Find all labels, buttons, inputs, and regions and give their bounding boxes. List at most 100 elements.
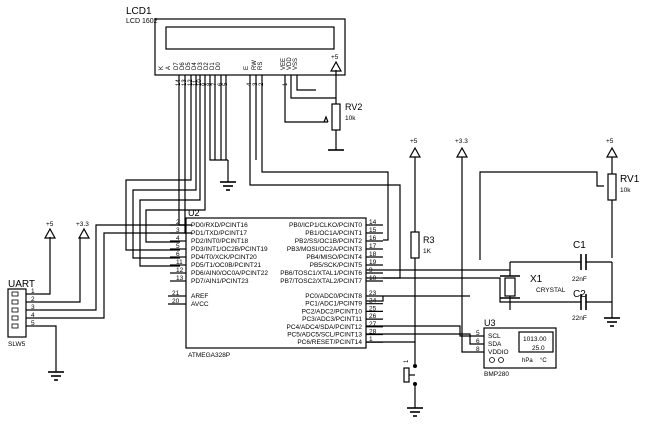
potentiometer-rv1[interactable]: RV1 10k (479, 171, 640, 260)
mcu-pin-number: 23 (369, 290, 377, 297)
svg-text:+5: +5 (46, 221, 54, 228)
mcu-pin-number: 11 (176, 259, 183, 266)
mcu-pin-number: 5 (176, 243, 180, 250)
mcu-pin-number: 4 (176, 235, 180, 242)
lcd-pin-label: D4 (192, 62, 198, 70)
lcd-ref: LCD1 (126, 6, 152, 17)
lcd-pin-label: D0 (216, 62, 222, 70)
mcu-pin-name: PC6/RESET/PCINT14 (297, 339, 362, 346)
reset-button[interactable]: 1 (403, 342, 423, 417)
mcu-pin-number: 26 (369, 313, 377, 320)
lcd-wires (125, 70, 401, 279)
mcu-pin-name: PC4/ADC4/SDA/PCINT12 (287, 324, 363, 331)
mcu-pin-number: 21 (172, 290, 180, 297)
mcu-pin-name: PB7/TOSC2/XTAL2/PCINT7 (280, 278, 362, 285)
mcu-pin-name: PB3/MOSI/OC2A/PCINT3 (287, 246, 363, 253)
lcd-pin-label: VDD (287, 57, 293, 70)
lcd-pin-label: VEE (281, 58, 287, 70)
rv2-value: 10k (345, 115, 356, 122)
lcd-pin-label: D2 (204, 62, 210, 70)
mcu-ref: U2 (188, 208, 200, 218)
svg-text:+5: +5 (410, 138, 418, 145)
mcu-pin-number: 19 (369, 259, 377, 266)
mcu-pin-name: PD7/AIN1/PCINT23 (191, 278, 249, 285)
bmp-unit-pressure: hPa (522, 358, 533, 364)
mcu-pin-name: PD1/TXD/PCINT17 (191, 230, 247, 237)
mcu-pin-name: PB6/TOSC1/XTAL1/PCINT6 (280, 270, 362, 277)
mcu-pin-number: 27 (369, 321, 377, 328)
power-arrow-p5-uart: +5 (43, 221, 57, 239)
svg-text:1: 1 (404, 359, 410, 363)
power-arrow-p5-rv1: +5 (605, 138, 619, 174)
mcu-pin-name: AREF (191, 293, 208, 300)
power-arrow-p5-lcd: +5 (329, 54, 343, 72)
mcu-pin-number: 12 (176, 267, 184, 274)
mcu-pin-name: PD6/AIN0/OC0A/PCINT22 (191, 270, 268, 277)
bmp-unit-temp: °C (540, 358, 547, 364)
uart-pin-number: 5 (31, 320, 35, 327)
bmp-pin-number: 5 (476, 330, 480, 337)
mcu-pin-number: 18 (369, 251, 377, 258)
mcu-pin-name: PC3/ADC3/PCINT11 (302, 316, 362, 323)
bmp-pin-name: VDDIO (488, 349, 509, 356)
uart-wires (40, 224, 186, 381)
mcu-pin-name: AVCC (191, 301, 209, 308)
power-arrow-p5-r3: +5 (408, 138, 422, 232)
uart-pin-number: 3 (31, 304, 35, 311)
lcd-pin-label: E (244, 66, 250, 70)
lcd-pin-label: D3 (198, 62, 204, 70)
bmp-pin-number: 8 (476, 346, 480, 353)
lcd-pin-label: D1 (210, 62, 216, 70)
mcu-right-pins-b: 14PB0/ICP1/CLKO/PCINT015PB1/OC1A/PCINT11… (280, 219, 383, 285)
r3-value: 1K (423, 248, 432, 255)
svg-text:+3.3: +3.3 (455, 138, 468, 145)
i2c-wires (366, 295, 484, 345)
x1-ref: X1 (530, 274, 543, 285)
c1-value: 22nF (572, 276, 587, 283)
mcu-pin-number: 16 (369, 235, 377, 242)
rv2-ref: RV2 (345, 102, 362, 112)
lcd-pin-label: VSS (293, 58, 299, 70)
mcu-pin-name: PD3/INT1/OC2B/PCINT19 (191, 246, 268, 253)
mcu-pin-name: PB2/SS/OC1B/PCINT2 (295, 238, 363, 245)
rv1-value: 10k (620, 187, 631, 194)
mcu-pin-number: 13 (176, 275, 184, 282)
mcu-pin-name: PB1/OC1A/PCINT1 (305, 230, 362, 237)
capacitor-c1[interactable]: C1 22nF (510, 240, 612, 283)
mcu-right-pins-c: 23PC0/ADC0/PCINT824PC1/ADC1/PCINT925PC2/… (287, 290, 383, 346)
mcu-pin-number: 15 (369, 227, 377, 234)
mcu-part: ATMEGA328P (188, 352, 230, 359)
mcu-pin-name: PB4/MISO/PCINT4 (306, 254, 362, 261)
bmp-ref: U3 (484, 318, 496, 328)
capacitor-c2[interactable]: C2 22nF (510, 262, 620, 327)
mcu-pin-name: PD4/T0/XCK/PCINT20 (191, 254, 257, 261)
svg-text:+5: +5 (606, 138, 614, 145)
ground-symbol (220, 181, 236, 191)
uart-pin-number: 2 (31, 296, 35, 303)
mcu-pin-name: PB0/ICP1/CLKO/PCINT0 (289, 222, 362, 229)
crystal-x1[interactable]: X1 CRYSTAL (383, 262, 566, 310)
uart-pin-number: 4 (31, 312, 35, 319)
svg-text:+5: +5 (331, 54, 339, 61)
uart-pin-number: 1 (31, 288, 35, 295)
lcd-pin-label: K (159, 66, 165, 70)
c2-value: 22nF (572, 315, 587, 322)
lcd-pin-label: D7 (174, 62, 180, 70)
mcu-pin-name: PC5/ADC5/SCL/PCINT13 (287, 332, 362, 339)
mcu-pin-number: 20 (172, 298, 180, 305)
mcu-pin-number: 3 (176, 227, 180, 234)
mcu-pin-name: PB5/SCK/PCINT5 (310, 262, 363, 269)
lcd-pin-label: D5 (186, 62, 192, 70)
uart-ref: UART (8, 279, 35, 290)
lcd-pin-label: A (166, 66, 172, 70)
potentiometer-rv2[interactable]: RV2 10k (323, 98, 362, 151)
bmp-display-temp: 25.0 (532, 345, 545, 352)
